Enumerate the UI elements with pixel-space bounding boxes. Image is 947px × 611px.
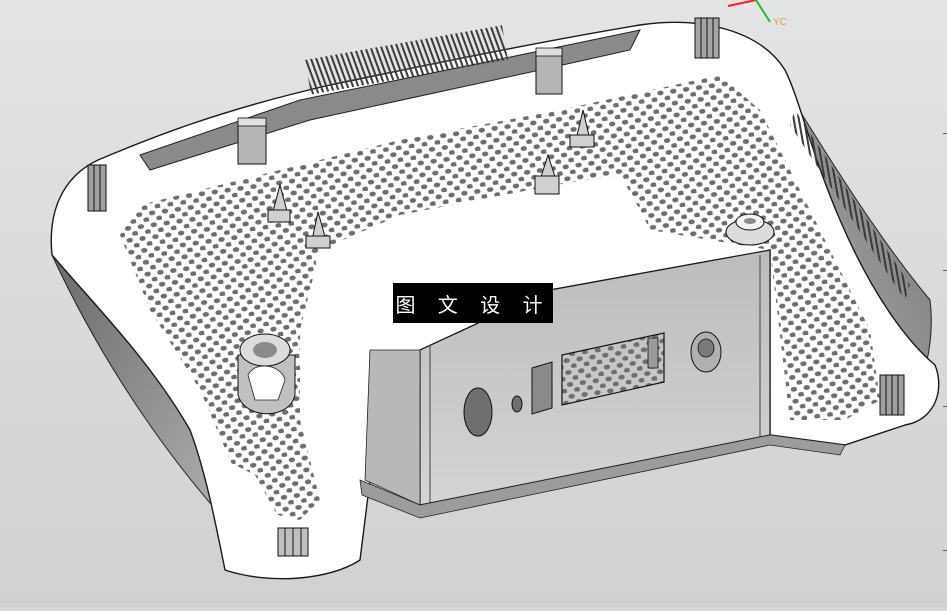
axis-y-label: YC — [773, 17, 787, 28]
left-inner-wall — [364, 349, 421, 506]
snap-clip-front-right — [879, 374, 905, 416]
rect-port-cutout — [561, 332, 665, 406]
axis-triad — [727, 0, 771, 23]
edge-tick — [943, 133, 947, 134]
edge-tick — [943, 550, 947, 551]
port-clip — [647, 337, 659, 369]
screw-boss-left — [237, 333, 296, 415]
front-lower-wall — [359, 434, 846, 519]
screw-boss-right — [725, 213, 775, 246]
standoff-pins — [267, 109, 595, 249]
snap-clip-back-center — [535, 47, 563, 95]
usb-port-cutout — [531, 361, 553, 415]
back-vent-fins — [305, 25, 509, 95]
y-axis-line — [755, 0, 771, 23]
watermark-label: 图 文 设 计 — [393, 283, 553, 323]
snap-clip-back-right — [694, 17, 720, 59]
snap-clip-back-left — [237, 117, 267, 165]
snap-clip-front-left — [277, 527, 309, 557]
snap-clip-left-edge — [87, 164, 107, 212]
back-wall — [139, 29, 641, 171]
vent-hole-field — [120, 75, 880, 520]
small-hole-cutout — [511, 395, 523, 413]
edge-tick — [943, 270, 947, 271]
x-axis-line — [727, 0, 757, 7]
edge-tick — [943, 406, 947, 407]
round-port-cutout — [463, 387, 493, 437]
right-vent-fins — [790, 110, 910, 300]
